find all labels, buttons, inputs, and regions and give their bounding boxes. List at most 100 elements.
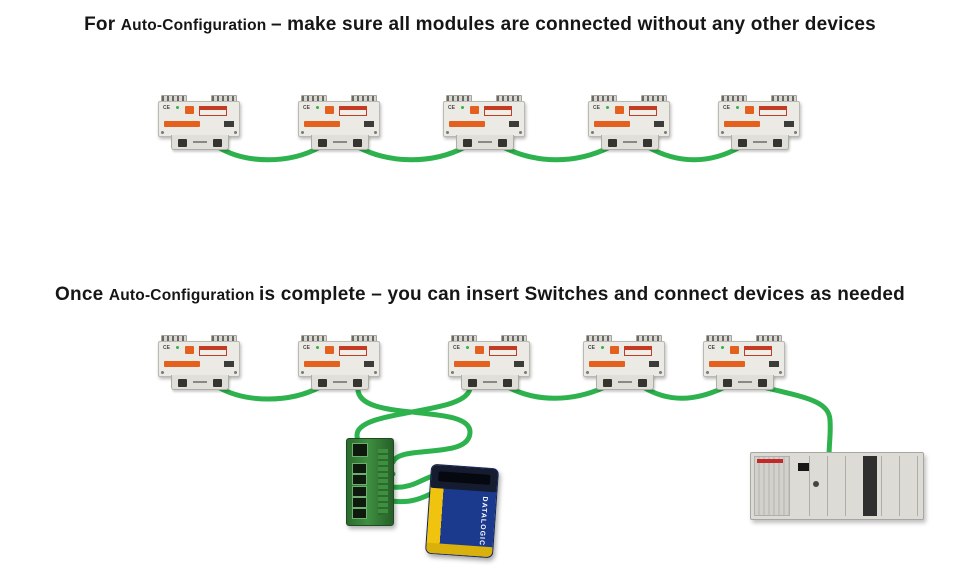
module-badge bbox=[610, 346, 619, 354]
module-code-block bbox=[364, 121, 374, 127]
switch-uplink-port bbox=[352, 443, 368, 457]
screw bbox=[721, 131, 724, 134]
ethernet-port-label bbox=[618, 381, 632, 383]
screw bbox=[706, 371, 709, 374]
ce-mark: CE bbox=[708, 345, 715, 351]
ethernet-port-left bbox=[468, 379, 477, 387]
io-module: CE bbox=[703, 335, 785, 390]
ethernet-port-label bbox=[193, 381, 207, 383]
ethernet-port-left bbox=[463, 139, 472, 147]
screw bbox=[659, 371, 662, 374]
screw bbox=[664, 131, 667, 134]
brand-strip bbox=[164, 121, 200, 127]
plc-display bbox=[798, 463, 809, 471]
heading-segment: Auto-Configuration bbox=[108, 287, 260, 304]
module-code-block bbox=[654, 121, 664, 127]
ethernet-connector-block bbox=[716, 375, 774, 390]
status-led bbox=[606, 106, 609, 109]
ethernet-switch bbox=[346, 438, 394, 526]
status-led bbox=[736, 106, 739, 109]
module-badge bbox=[185, 106, 194, 114]
io-module: CE bbox=[718, 95, 800, 150]
ethernet-port-right bbox=[643, 139, 652, 147]
switch-port bbox=[352, 496, 367, 508]
scanner-brand-label: DATALOGIC bbox=[477, 496, 489, 547]
ethernet-port-left bbox=[608, 139, 617, 147]
module-body: CE bbox=[703, 341, 785, 377]
module-label-plate bbox=[199, 106, 227, 116]
scanner-window bbox=[438, 471, 491, 485]
plc-key-switch bbox=[813, 481, 819, 487]
plc-dark-module bbox=[863, 456, 877, 516]
io-module: CE bbox=[298, 335, 380, 390]
module-body: CE bbox=[588, 101, 670, 137]
ethernet-port-label bbox=[623, 141, 637, 143]
io-module: CE bbox=[443, 95, 525, 150]
ethernet-port-label bbox=[753, 141, 767, 143]
ethernet-port-right bbox=[498, 139, 507, 147]
screw bbox=[374, 131, 377, 134]
scanner-head bbox=[430, 464, 498, 493]
switch-port bbox=[352, 463, 367, 474]
brand-strip bbox=[709, 361, 745, 367]
brand-strip bbox=[724, 121, 760, 127]
heading-segment: For bbox=[84, 14, 121, 35]
module-label-plate bbox=[484, 106, 512, 116]
brand-strip bbox=[304, 121, 340, 127]
module-code-block bbox=[784, 121, 794, 127]
ethernet-port-label bbox=[478, 141, 492, 143]
switch-port bbox=[352, 485, 367, 497]
ethernet-port-label bbox=[738, 381, 752, 383]
ethernet-connector-block bbox=[601, 135, 659, 150]
ce-mark: CE bbox=[593, 105, 600, 111]
ethernet-port-right bbox=[213, 379, 222, 387]
ethernet-cable-to-plc bbox=[760, 384, 833, 461]
module-label-plate bbox=[624, 346, 652, 356]
io-module: CE bbox=[158, 335, 240, 390]
brand-strip bbox=[589, 361, 625, 367]
status-led bbox=[461, 106, 464, 109]
status-led bbox=[316, 106, 319, 109]
screw bbox=[446, 131, 449, 134]
module-body: CE bbox=[718, 101, 800, 137]
module-label-plate bbox=[199, 346, 227, 356]
screw bbox=[519, 131, 522, 134]
ethernet-port-right bbox=[503, 379, 512, 387]
ethernet-port-label bbox=[333, 141, 347, 143]
ce-mark: CE bbox=[163, 105, 170, 111]
heading-segment: is complete – you can insert Switches an… bbox=[259, 284, 905, 305]
module-code-block bbox=[224, 121, 234, 127]
barcode-scanner: DATALOGIC bbox=[424, 463, 500, 559]
ethernet-connector-block bbox=[461, 375, 519, 390]
module-row-bottom: CE CE bbox=[0, 335, 960, 391]
status-led bbox=[601, 346, 604, 349]
ethernet-port-right bbox=[353, 379, 362, 387]
screw bbox=[524, 371, 527, 374]
module-badge bbox=[470, 106, 479, 114]
ce-mark: CE bbox=[448, 105, 455, 111]
ce-mark: CE bbox=[303, 345, 310, 351]
brand-strip bbox=[164, 361, 200, 367]
screw bbox=[591, 131, 594, 134]
ethernet-port-left bbox=[178, 139, 187, 147]
ce-mark: CE bbox=[588, 345, 595, 351]
ethernet-port-left bbox=[723, 379, 732, 387]
plc-controller-rack bbox=[750, 452, 924, 520]
switch-port bbox=[352, 474, 367, 486]
module-body: CE bbox=[448, 341, 530, 377]
ethernet-connector-block bbox=[171, 135, 229, 150]
io-module: CE bbox=[158, 95, 240, 150]
module-body: CE bbox=[298, 101, 380, 137]
brand-strip bbox=[594, 121, 630, 127]
module-code-block bbox=[224, 361, 234, 367]
module-code-block bbox=[649, 361, 659, 367]
module-label-plate bbox=[489, 346, 517, 356]
module-label-plate bbox=[759, 106, 787, 116]
ethernet-port-right bbox=[773, 139, 782, 147]
heading-after-configuration: Once Auto-Configuration is complete – yo… bbox=[0, 284, 960, 306]
screw bbox=[451, 371, 454, 374]
screw bbox=[301, 371, 304, 374]
ethernet-port-right bbox=[213, 139, 222, 147]
switch-port bbox=[352, 508, 367, 519]
module-code-block bbox=[509, 121, 519, 127]
